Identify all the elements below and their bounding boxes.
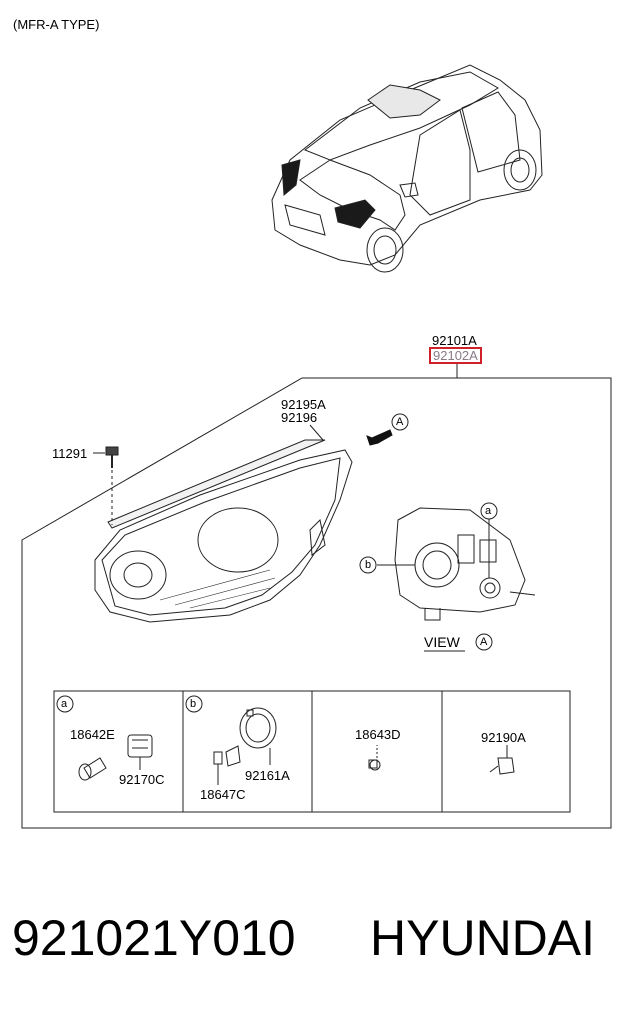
footer-part-number: 921021Y010 xyxy=(12,910,296,966)
screw-part: 11291 xyxy=(52,446,88,461)
part-92190a-label: 92190A xyxy=(481,730,526,745)
assembly-frame xyxy=(21,377,612,829)
bulb-18642e-drawing xyxy=(78,757,107,781)
assembly-part-lh: 92101A xyxy=(432,333,477,348)
view-arrow xyxy=(366,429,393,446)
seal-part-lh: 92195A xyxy=(281,397,326,412)
cap-92161a-label: 92161A xyxy=(245,768,290,783)
view-label-letter: A xyxy=(480,636,488,648)
assembly-part-rh-highlight[interactable]: 92102A xyxy=(429,347,482,364)
footer-brand: HYUNDAI xyxy=(370,910,596,966)
socket-92170c-label: 92170C xyxy=(119,772,165,787)
type-label: (MFR-A TYPE) xyxy=(13,17,100,32)
callout-b-letter: b xyxy=(365,559,372,571)
view-marker-letter: A xyxy=(396,416,404,428)
lamp-rear-view xyxy=(359,502,536,652)
cell-b-letter: b xyxy=(190,698,197,710)
view-label: VIEW xyxy=(424,634,460,650)
bulb-18642e-label: 18642E xyxy=(70,727,115,742)
headlamp-assembly xyxy=(94,424,353,623)
socket-92170c-drawing xyxy=(127,734,153,770)
part-18643d-label: 18643D xyxy=(355,727,401,742)
part-92190a-drawing xyxy=(489,745,515,775)
parts-table xyxy=(53,690,571,813)
seal-part-rh: 92196 xyxy=(281,410,318,425)
callout-a-letter: a xyxy=(485,505,492,517)
part-18643d-drawing xyxy=(368,745,381,771)
bulb-18647c-label: 18647C xyxy=(200,787,246,802)
bulb-18647c-drawing xyxy=(213,745,241,785)
cell-a-letter: a xyxy=(61,698,68,710)
cap-92161a-drawing xyxy=(239,707,277,765)
car-illustration xyxy=(271,64,543,273)
screw-11291 xyxy=(93,446,119,525)
